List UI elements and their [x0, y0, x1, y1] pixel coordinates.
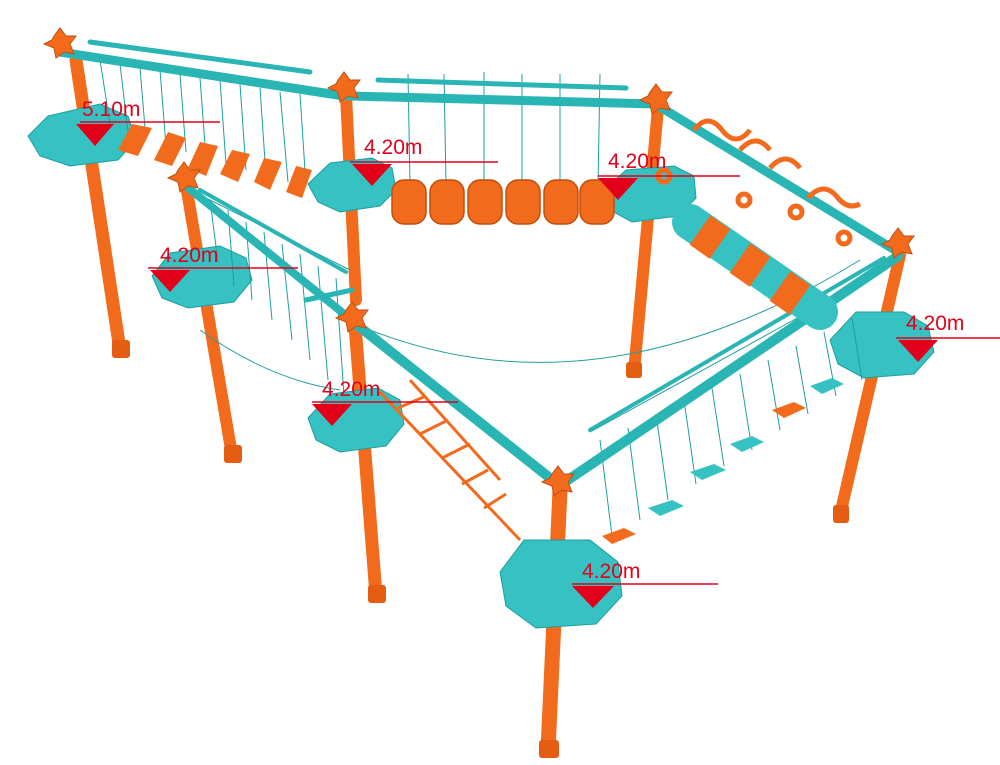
- beam-p2-p4: [182, 182, 358, 326]
- marker-triangle: [76, 124, 114, 146]
- barrel-bridge: [391, 179, 615, 225]
- beam-p1-p3: [55, 47, 349, 101]
- height-label: 4.20m: [160, 244, 218, 267]
- swing-steps: [602, 378, 844, 544]
- marker-triangle: [572, 586, 614, 608]
- platform-2: [151, 245, 253, 309]
- tube-crawl: [672, 204, 838, 330]
- beam-p4-mid: [303, 287, 355, 303]
- cap-p5: [638, 83, 673, 115]
- cap-p4: [334, 301, 369, 333]
- cap-p6: [880, 227, 915, 259]
- marker-p2: 4.20m: [148, 244, 298, 292]
- marker-p1: 5.10m: [76, 98, 220, 146]
- beam-p7-p6: [557, 251, 903, 489]
- marker-triangle: [150, 270, 190, 292]
- beam-p7-p6-upper: [588, 256, 886, 432]
- marker-p5: 4.20m: [598, 150, 740, 200]
- marker-triangle: [898, 340, 938, 362]
- height-label: 4.20m: [582, 560, 640, 583]
- beam-p5-p6: [657, 103, 903, 257]
- marker-p4: 4.20m: [312, 378, 458, 426]
- cap-p7: [540, 465, 575, 497]
- beams: [55, 39, 903, 491]
- beam-p3-p5-upper: [375, 77, 629, 91]
- pole-5: [628, 102, 664, 378]
- cap-p2: [166, 161, 201, 193]
- marker-p3: 4.20m: [350, 136, 498, 186]
- height-label: 4.20m: [906, 312, 964, 335]
- marker-triangle: [312, 404, 352, 426]
- height-markers: 5.10m 4.20m 4.20m 4.20m 4.20m 4.20m: [76, 98, 1000, 608]
- pole-2: [180, 179, 238, 461]
- marker-triangle: [598, 178, 638, 200]
- height-label: 5.10m: [82, 98, 140, 121]
- beam-p1-p3-upper: [87, 39, 313, 75]
- beam-p2-p4-upper: [198, 188, 348, 274]
- height-label: 4.20m: [608, 150, 666, 173]
- beam-p3-p5: [345, 91, 661, 109]
- height-label: 4.20m: [322, 378, 380, 401]
- pole-feet: [112, 340, 849, 758]
- pole-caps: [42, 27, 915, 497]
- plank-bridge: [118, 124, 312, 198]
- marker-triangle: [352, 164, 392, 186]
- cap-p3: [326, 71, 361, 103]
- platform-6: [829, 311, 935, 379]
- cap-p1: [42, 27, 77, 59]
- marker-p7: 4.20m: [572, 560, 718, 608]
- ring-swing: [655, 118, 862, 247]
- marker-p6: 4.20m: [896, 312, 1000, 362]
- pole-6: [834, 249, 906, 521]
- net-p3-p5: [407, 72, 601, 185]
- height-label: 4.20m: [364, 136, 422, 159]
- pole-4: [348, 318, 383, 602]
- ladder-rungs: [397, 394, 507, 510]
- beam-p4-p7: [351, 319, 565, 491]
